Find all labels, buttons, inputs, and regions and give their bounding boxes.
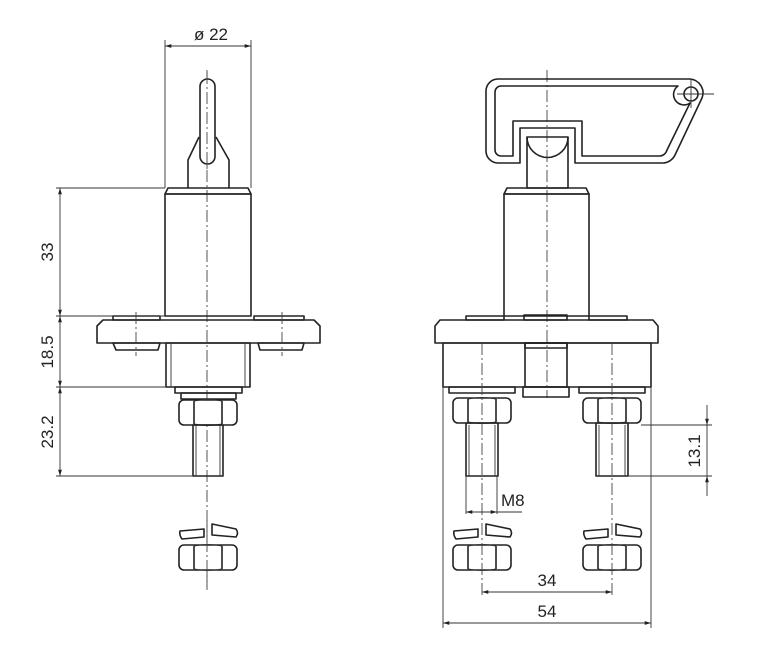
terminal-right — [578, 343, 646, 598]
dimension-label-33: 33 — [38, 243, 57, 262]
dimension-heights: 33 18.5 23.2 — [38, 187, 193, 477]
body — [503, 193, 590, 317]
front-view: 13.1 M8 34 54 — [434, 70, 714, 628]
body — [164, 193, 252, 317]
dimension-label-m8: M8 — [501, 491, 525, 510]
dimension-label-23-2: 23.2 — [38, 415, 57, 448]
collar — [164, 187, 252, 195]
mounting-flange — [434, 314, 659, 344]
dimension-label-diameter: ø 22 — [194, 25, 228, 44]
dimension-overall-width: 54 — [443, 602, 651, 625]
key-lever — [187, 72, 230, 188]
key-handle — [485, 78, 714, 164]
dimension-label-34: 34 — [538, 571, 557, 590]
dimension-label-13-1: 13.1 — [685, 434, 704, 467]
mounting-flange — [96, 312, 321, 356]
dimension-label-54: 54 — [538, 602, 557, 621]
terminal-stud — [192, 424, 224, 477]
side-view: ø 22 33 18.5 23.2 — [38, 25, 321, 590]
dimension-thread-length: 13.1 — [628, 405, 712, 496]
loose-nut — [178, 543, 238, 572]
center-pin — [524, 342, 568, 388]
dimension-stud-spacing: 34 — [482, 571, 612, 594]
lower-body — [165, 342, 251, 388]
dimension-thread: M8 — [465, 476, 525, 514]
terminal-left — [448, 343, 516, 598]
terminal-nut — [178, 398, 238, 427]
key-shank — [526, 136, 569, 189]
dimension-label-18-5: 18.5 — [38, 335, 57, 368]
dimension-diameter: ø 22 — [164, 25, 252, 188]
lock-washer — [178, 523, 239, 540]
